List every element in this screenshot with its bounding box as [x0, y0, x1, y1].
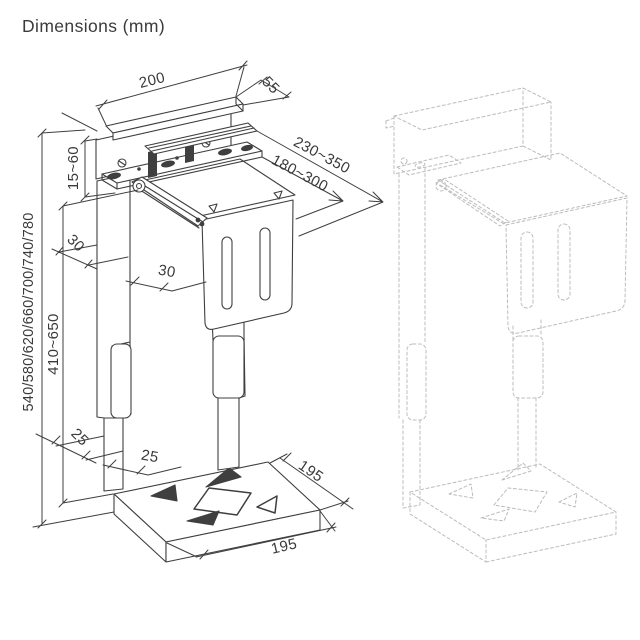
cpu-plate: [201, 199, 294, 330]
dim-label-column-width-upper: 30: [157, 262, 177, 282]
dim-label-shelf-depth: 55: [258, 73, 282, 97]
main-drawing: [95, 96, 321, 563]
base-cutout-bottom: [186, 510, 220, 526]
base-plate: [113, 461, 321, 563]
ghost-clamp-bracket: [396, 154, 462, 176]
ghost-base-plate: [409, 462, 617, 563]
right-column: [211, 310, 246, 471]
dim-label-column-width-lower: 25: [140, 447, 160, 467]
ghost-right-column: [512, 319, 544, 471]
ghost-tray: [437, 152, 628, 224]
dim-label-height-adjust: 410~650: [45, 313, 62, 375]
page-title: Dimensions (mm): [22, 16, 166, 36]
base-cutout-top: [205, 467, 242, 488]
dim-label-clamp-range: 15~60: [65, 146, 82, 190]
ghost-drawing: [385, 87, 628, 563]
ghost-left-column: [398, 167, 427, 509]
dim-label-overall-heights: 540/580/620/660/700/740/780: [21, 213, 37, 412]
dimension-lines: [32, 60, 384, 560]
ghost-shelf: [385, 87, 552, 175]
base-cutout-right: [256, 495, 278, 514]
top-shelf: [105, 96, 244, 141]
left-column: [96, 173, 132, 492]
cpu-plate-slot: [221, 236, 233, 310]
dim-label-column-depth-lower: 25: [67, 425, 91, 449]
base-cutout-center: [193, 487, 252, 516]
dim-label-base-depth: 195: [295, 457, 326, 486]
slide-rail: [131, 176, 208, 229]
tray-marker-arrow: [273, 190, 283, 200]
dim-label-shelf-width: 200: [137, 69, 167, 92]
base-cutout-left: [150, 484, 178, 502]
dim-label-column-depth-upper: 30: [63, 231, 87, 255]
tray-marker-arrow: [208, 203, 218, 213]
ghost-slide-rail: [435, 178, 509, 227]
clamp-plate: [101, 138, 263, 190]
ghost-cpu-plate: [505, 197, 628, 334]
cpu-plate-slot: [259, 227, 271, 301]
dim-label-base-width: 195: [269, 535, 298, 557]
